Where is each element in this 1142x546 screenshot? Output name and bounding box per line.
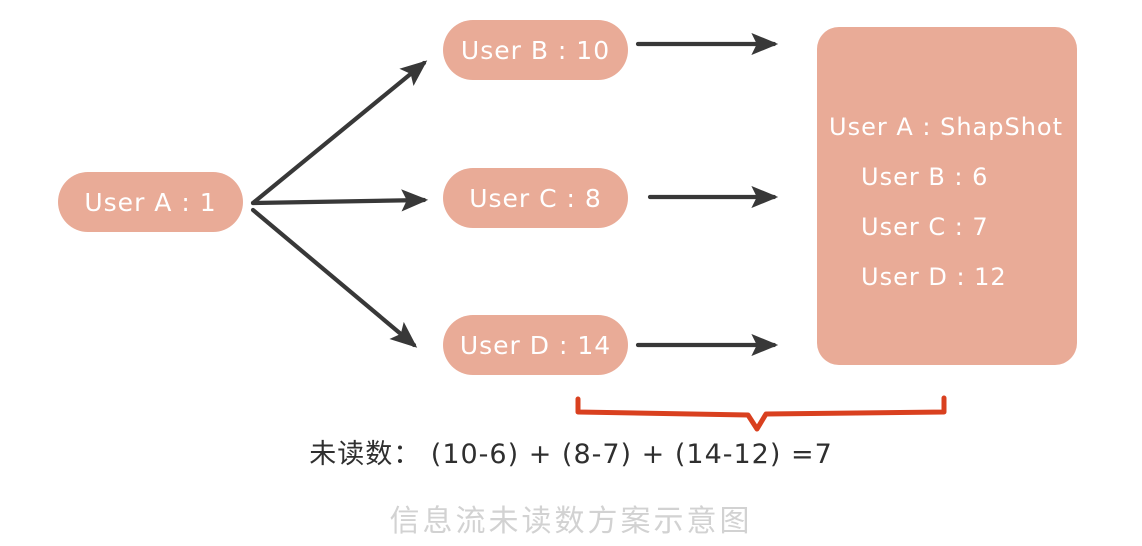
snapshot-line-user-b: User B : 6 bbox=[861, 163, 989, 191]
node-user-a[interactable]: User A : 1 bbox=[58, 172, 243, 232]
arrow-a-to-c bbox=[250, 189, 429, 212]
unread-group-bracket bbox=[575, 395, 947, 432]
diagram-caption: 信息流未读数方案示意图 bbox=[389, 504, 753, 539]
node-user-c-label: User C : 8 bbox=[469, 183, 602, 213]
snapshot-line-user-c: User C : 7 bbox=[861, 213, 989, 241]
node-user-c[interactable]: User C : 8 bbox=[443, 168, 628, 228]
node-user-b-label: User B : 10 bbox=[460, 35, 611, 65]
node-user-b[interactable]: User B : 10 bbox=[443, 20, 628, 80]
node-user-d-label: User D : 14 bbox=[459, 330, 612, 360]
snapshot-panel[interactable]: User A : ShapShot User B : 6 User C : 7 … bbox=[817, 27, 1077, 365]
arrow-a-to-b bbox=[250, 60, 428, 206]
node-user-d[interactable]: User D : 14 bbox=[443, 315, 628, 375]
node-user-a-label: User A : 1 bbox=[84, 187, 217, 217]
snapshot-line-user-a: User A : ShapShot bbox=[829, 113, 1064, 141]
snapshot-line-user-d: User D : 12 bbox=[861, 263, 1007, 291]
unread-count-formula: 未读数： (10-6) + (8-7) + (14-12) =7 bbox=[309, 439, 833, 470]
arrow-a-to-d bbox=[250, 207, 418, 348]
